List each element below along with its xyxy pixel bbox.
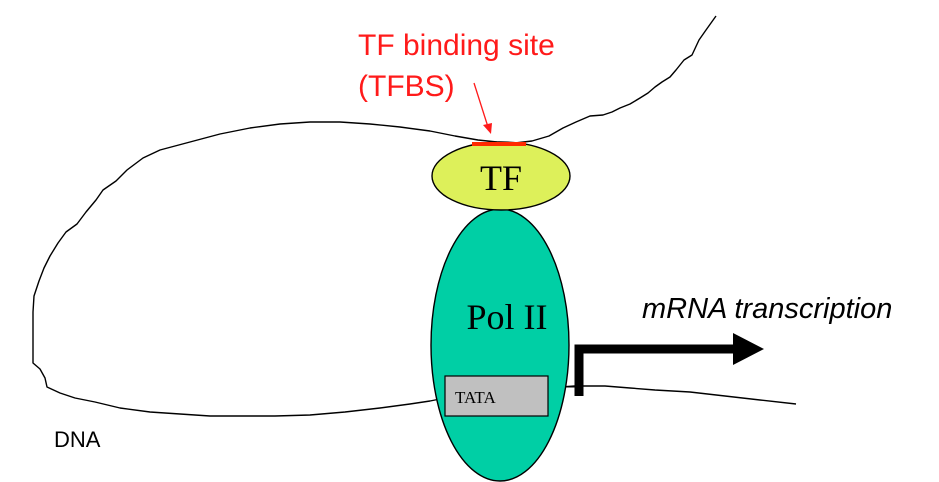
dna-strand-upper — [32, 15, 717, 417]
pol2-label: Pol II — [467, 297, 548, 337]
transcription-start-arrow — [574, 344, 735, 396]
tfbs-pointer-line — [473, 82, 489, 128]
tata-label: TATA — [455, 388, 496, 407]
transcription-arrowhead — [733, 333, 764, 365]
tfbs-pointer-arrowhead — [483, 123, 492, 134]
tf-label: TF — [480, 158, 522, 198]
tfbs-label-line2: (TFBS) — [358, 70, 455, 103]
dna-strand-lower — [545, 385, 797, 405]
pol2-ellipse — [430, 208, 570, 482]
mrna-label: mRNA transcription — [642, 293, 892, 325]
dna-label: DNA — [54, 427, 101, 452]
tfbs-label-line1: TF binding site — [358, 29, 555, 62]
tata-box — [444, 375, 549, 417]
